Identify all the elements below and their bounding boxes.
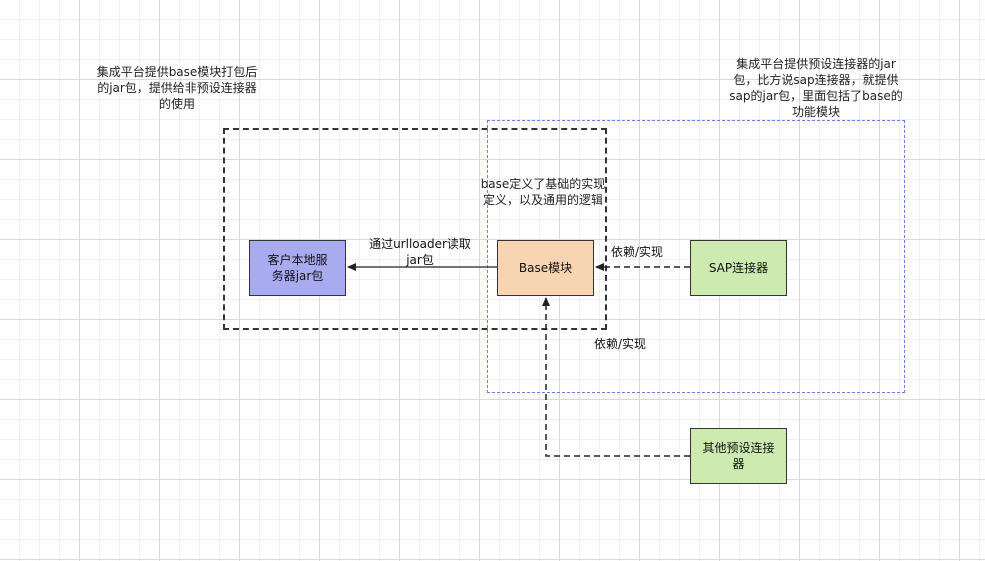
edge-label-sap-dependency: 依赖/实现 xyxy=(610,245,664,259)
note-base-jar: 集成平台提供base模块打包后的jar包，提供给非预设连接器的使用 xyxy=(96,65,258,111)
base-module-node[interactable]: Base模块 xyxy=(497,240,594,296)
other-connector-node[interactable]: 其他预设连接器 xyxy=(690,428,787,484)
sap-connector-node[interactable]: SAP连接器 xyxy=(690,240,787,296)
base-module-label: Base模块 xyxy=(518,261,573,275)
client-jar-node[interactable]: 客户本地服务器jar包 xyxy=(249,240,346,296)
other-connector-label: 其他预设连接器 xyxy=(702,441,775,471)
client-jar-label: 客户本地服务器jar包 xyxy=(267,253,328,283)
edge-label-other-dependency: 依赖/实现 xyxy=(593,337,647,351)
sap-connector-label: SAP连接器 xyxy=(708,261,769,275)
note-base-definition: base定义了基础的实现定义，以及通用的逻辑 xyxy=(480,177,606,207)
preset-connector-group[interactable] xyxy=(487,120,905,393)
note-preset-connector: 集成平台提供预设连接器的jar包，比方说sap连接器，就提供sap的jar包，里… xyxy=(729,57,903,119)
base-jar-group[interactable] xyxy=(223,128,607,330)
edge-other-to-base xyxy=(542,297,690,457)
edge-label-urlloader: 通过urlloader读取jar包 xyxy=(369,237,471,267)
